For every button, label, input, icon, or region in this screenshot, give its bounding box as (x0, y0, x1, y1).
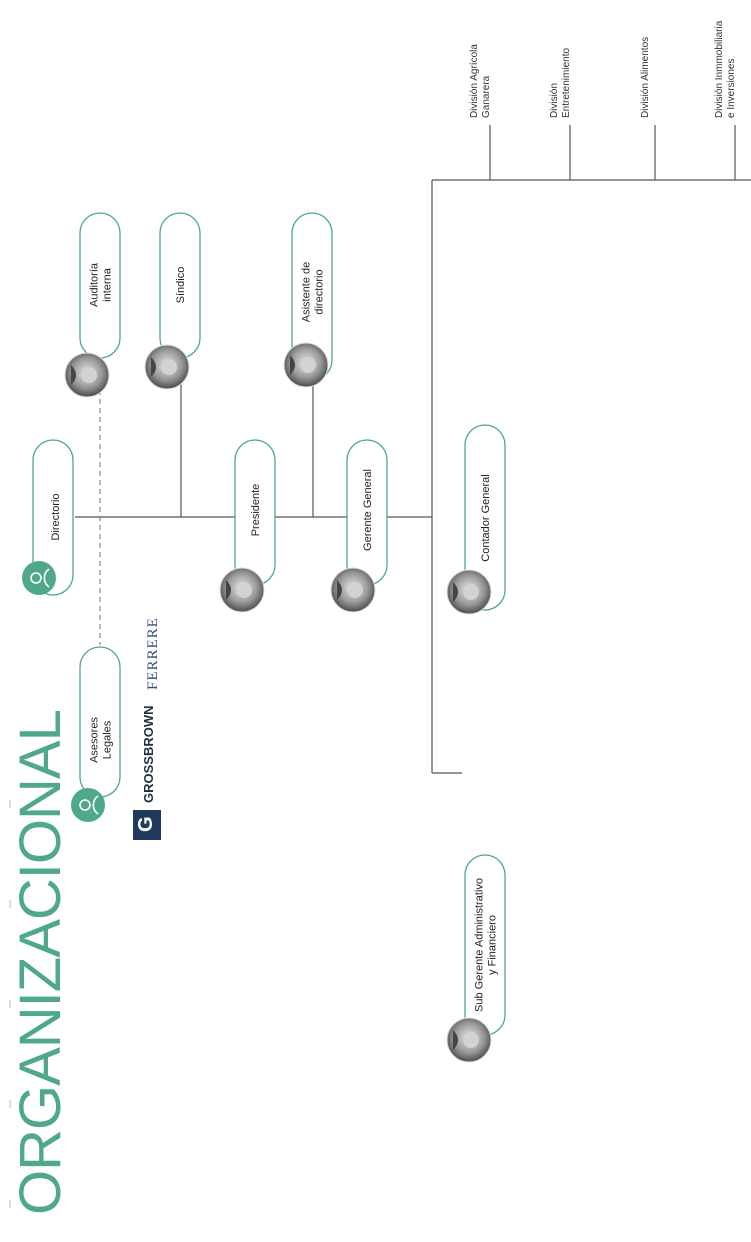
grossbrown-mark-letter: G (135, 816, 157, 832)
node-asesores-label-2: Legales (102, 720, 114, 759)
node-contador-box (464, 424, 506, 611)
node-contador: Contador General (446, 424, 506, 615)
node-directorio: Directorio (22, 439, 74, 596)
node-asistente-label-1: Asistente de (301, 262, 313, 323)
person-photo-icon (219, 567, 265, 613)
division-3: División Alimentos (640, 37, 656, 180)
person-photo-icon (144, 344, 190, 390)
grossbrown-logo: G GROSSBROWN (133, 706, 161, 840)
ferrere-logo: FERRERE (145, 617, 161, 690)
node-directorio-box (32, 439, 74, 596)
person-photo-icon (330, 567, 376, 613)
node-presidente-label-1: Presidente (250, 484, 262, 537)
ferrere-wordmark: FERRERE (145, 617, 161, 690)
division-4-label-1: División Inmmobiliaria (714, 20, 725, 118)
title-text: ORGANIZACIONAL (8, 710, 73, 1215)
page-title: ORGANIZACIONAL (8, 710, 73, 1215)
node-gerente: Gerente General (330, 439, 388, 613)
node-sindico-label-1: Síndico (175, 267, 187, 304)
division-1-label-1: División Agrícola (469, 44, 480, 118)
division-2-label-1: División (549, 83, 560, 118)
node-auditoria-label-2: interna (102, 267, 114, 302)
node-asistente-label-2: directorio (314, 269, 326, 314)
person-photo-icon (446, 569, 492, 615)
division-4-label-2: e Inversiones (726, 59, 737, 118)
node-sindico: Síndico (144, 212, 201, 390)
people-icon (71, 788, 105, 822)
node-directorio-label-1: Directorio (50, 493, 62, 540)
node-subgerente-label-1: Sub Gerente Administrativo (474, 878, 486, 1012)
node-contador-label-1: Contador General (480, 474, 492, 561)
division-1-label-2: Ganarera (481, 75, 492, 118)
division-3-label-1: División Alimentos (640, 37, 651, 118)
grossbrown-wordmark: GROSSBROWN (141, 706, 156, 804)
person-photo-icon (446, 1017, 492, 1063)
node-gerente-label-1: Gerente General (362, 469, 374, 551)
node-subgerente-label-2: y Financiero (487, 915, 499, 975)
person-photo-icon (283, 342, 329, 388)
node-asesores-label-1: Asesores (89, 717, 101, 763)
node-presidente: Presidente (219, 439, 276, 613)
node-auditoria-label-1: Auditoría (89, 262, 101, 307)
grossbrown-mark (133, 810, 161, 840)
person-photo-icon (64, 352, 110, 398)
people-icon (22, 561, 56, 595)
division-2-label-2: Entretenimiento (561, 48, 572, 118)
